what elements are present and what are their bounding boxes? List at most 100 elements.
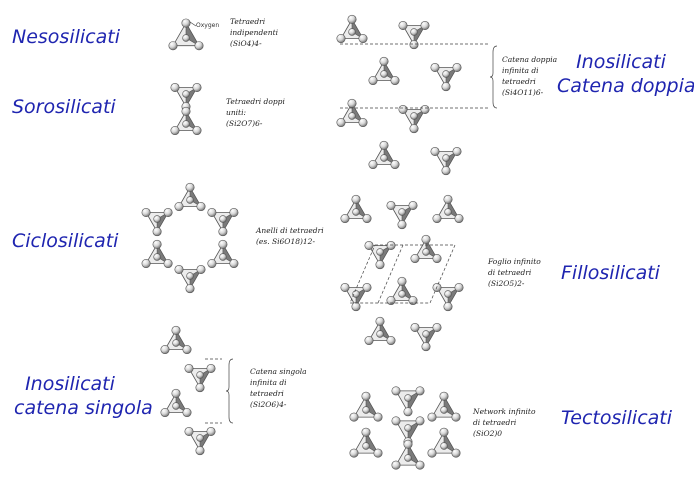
label-nesosilicati: Nesosilicati (12, 26, 120, 48)
oxygen-atom (451, 412, 461, 422)
guide-lines (189, 21, 498, 424)
tetrahedron-shade (413, 24, 426, 46)
caption-line: (Si4O11)6- (502, 88, 544, 97)
tetrahedron-shade (222, 211, 235, 233)
oxygen-atom (391, 416, 401, 426)
oxygen-atom (373, 448, 383, 458)
oxygen-atom (152, 227, 162, 237)
oxygen-atom (444, 208, 452, 216)
oxygen-atom (410, 28, 418, 36)
oxygen-atom (404, 394, 412, 402)
tetrahedron-shade (407, 443, 421, 466)
oxygen-atom (376, 248, 384, 256)
oxygen-atom (352, 290, 360, 298)
oxygen-atom (362, 406, 370, 414)
oxygen-atom (185, 182, 195, 192)
oxygen-atom (440, 442, 448, 450)
oxygen-atom (358, 118, 368, 128)
oxygen-atom (219, 215, 227, 223)
oxygen-atom (152, 239, 162, 249)
tetrahedron-shade (189, 268, 202, 290)
tetrahedron-shade (222, 243, 235, 265)
oxygen-atom (440, 406, 448, 414)
caption-line: (es. Si6O18)12- (256, 237, 315, 246)
tetrahedron-shade (443, 395, 457, 418)
tetrahedron-shade (351, 102, 364, 124)
oxygen-atom (347, 14, 357, 24)
oxygen-atom (420, 104, 430, 114)
oxygen-atom (163, 207, 173, 217)
oxygen-atom (380, 70, 388, 78)
caption-line: tetraedri (502, 77, 536, 86)
oxygen-atom (194, 41, 204, 51)
oxygen-atom (160, 345, 170, 355)
oxygen-atom (410, 254, 420, 264)
oxygen-atom (451, 448, 461, 458)
oxygen-atom (362, 214, 372, 224)
oxygen-atom (218, 239, 228, 249)
oxygen-atom (340, 282, 350, 292)
tetrahedron-shade (407, 390, 421, 413)
oxygen-atom (174, 202, 184, 212)
oxygen-atom (195, 446, 205, 456)
oxygen-atom (168, 41, 178, 51)
oxygen-atom (358, 34, 368, 44)
oxygen-atom (196, 202, 206, 212)
tetrahedron-shade (443, 431, 457, 454)
caption-line: tetraedri (250, 389, 284, 398)
oxygen-atom (340, 214, 350, 224)
tetrahedron-shade (379, 244, 392, 266)
oxygen-atom (186, 272, 194, 280)
oxygen-atom (404, 454, 412, 462)
oxygen-atom (375, 260, 385, 270)
tetrahedron-shade (156, 211, 169, 233)
oxygen-atom (430, 146, 440, 156)
tetrahedron-shade (199, 430, 212, 452)
oxygen-atom (443, 194, 453, 204)
oxygen-atom (348, 112, 356, 120)
oxygen-atom (351, 194, 361, 204)
oxygen-atom (403, 407, 413, 417)
caption-line: Tetraedri doppi (226, 97, 285, 106)
oxygen-atom (391, 460, 401, 470)
oxygen-atom (376, 330, 384, 338)
oxygen-atom (454, 282, 464, 292)
label-inosilicati-doppia: Inosilicati Catena doppia (557, 50, 694, 98)
oxygen-atom (160, 408, 170, 418)
oxygen-atom (373, 412, 383, 422)
oxygen-atom (380, 154, 388, 162)
oxygen-atom (421, 234, 431, 244)
oxygen-atom (196, 371, 204, 379)
oxygen-atom (192, 126, 202, 136)
oxygen-atom (386, 336, 396, 346)
caption-line: Tetraedri (230, 17, 266, 26)
oxygen-atom (170, 82, 180, 92)
oxygen-atom (229, 207, 239, 217)
oxygen-atom (432, 254, 442, 264)
oxygen-atom (195, 383, 205, 393)
oxygen-atom (174, 264, 184, 274)
label-ciclosilicati: Ciclosilicati (12, 230, 119, 252)
oxygen-atom (163, 259, 173, 269)
oxygen-atoms (141, 14, 464, 470)
oxygen-atom (153, 253, 161, 261)
oxygen-atom (349, 412, 359, 422)
oxygen-atom (379, 140, 389, 150)
tetrahedron-shade (413, 108, 426, 130)
oxygen-atom (432, 214, 442, 224)
oxygen-atom (185, 284, 195, 294)
oxygen-atom (397, 276, 407, 286)
oxygen-atom (408, 296, 418, 306)
oxygen-atom (379, 56, 389, 66)
oxygen-atom (186, 196, 194, 204)
oxygen-atom (141, 259, 151, 269)
oxygen-atom (386, 200, 396, 210)
label-sorosilicati: Sorosilicati (12, 96, 116, 118)
oxygen-atom (391, 386, 401, 396)
oxygen-atom (207, 207, 217, 217)
